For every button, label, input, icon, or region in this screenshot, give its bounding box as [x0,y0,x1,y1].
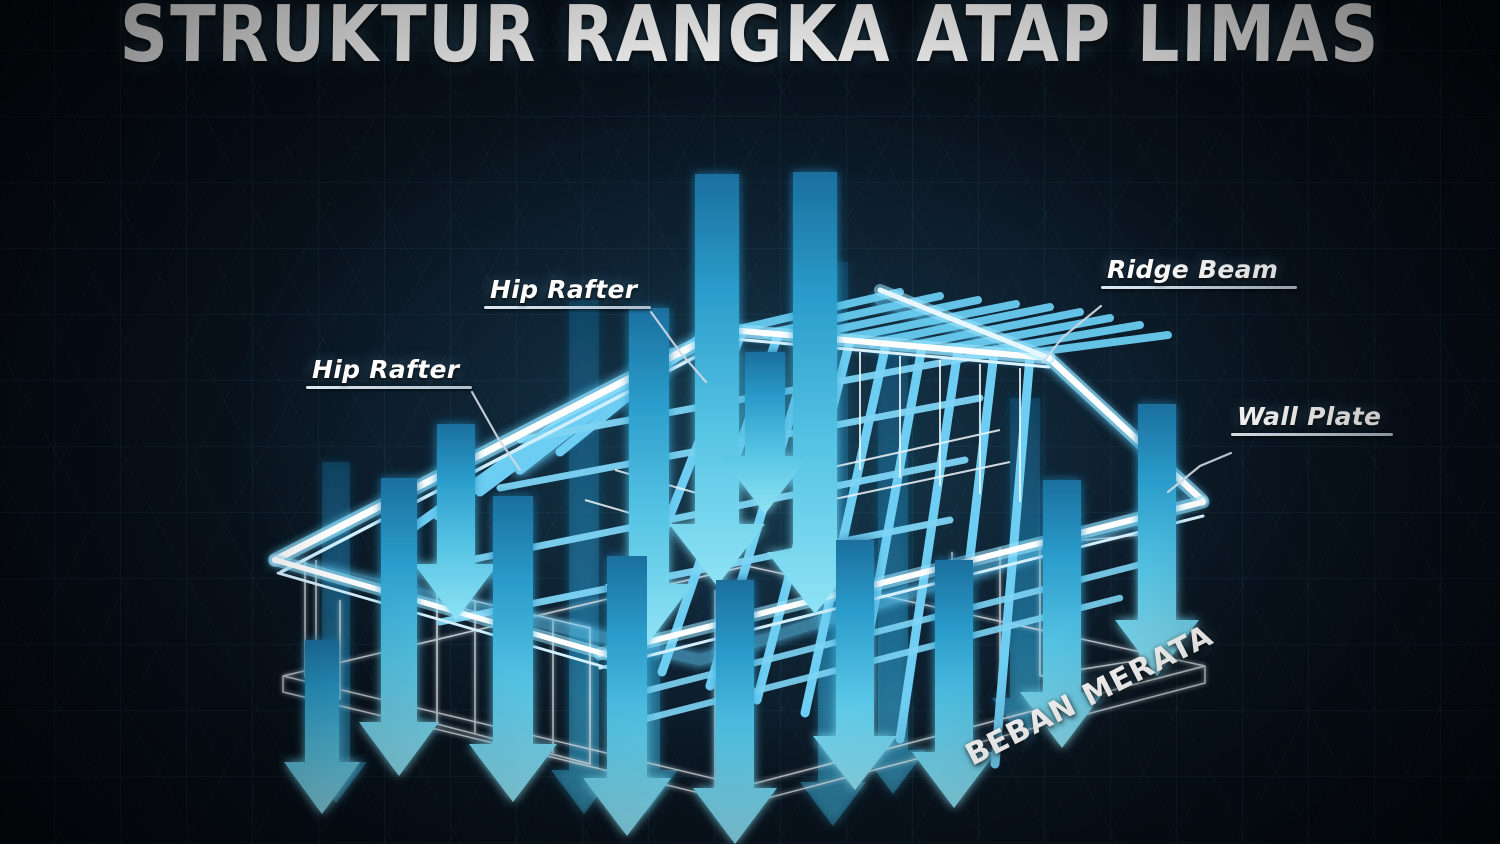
diagram-canvas: STRUKTUR RANGKA ATAP LIMAS Ridge Beam Wa… [0,0,1500,844]
background-vignette [0,0,1500,844]
